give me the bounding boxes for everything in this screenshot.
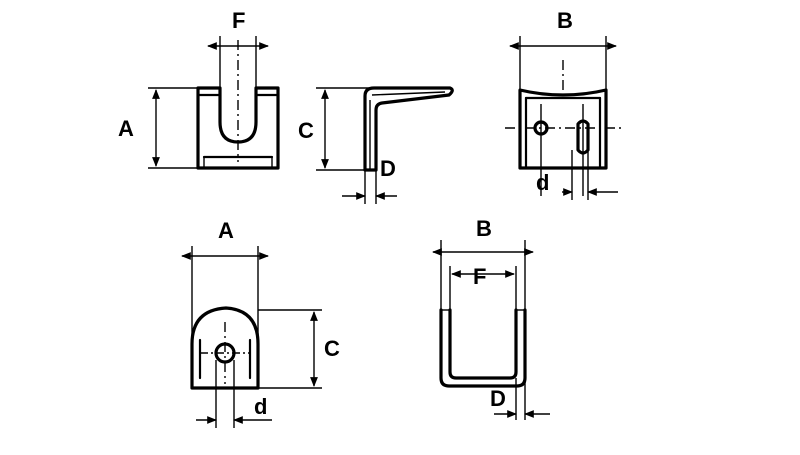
- dim-label-d-hole: d: [536, 170, 549, 195]
- dim-label-c: C: [298, 118, 314, 143]
- dim-label-f-bottom: F: [473, 264, 486, 289]
- dim-label-c-bottom: C: [324, 336, 340, 361]
- dim-label-b-bottom: B: [476, 216, 492, 241]
- view-u-channel: B F D: [432, 216, 550, 420]
- view-side-l-profile: C D: [298, 86, 454, 204]
- dim-label-b: B: [557, 8, 573, 33]
- view-rear-two-holes: B d: [505, 8, 622, 200]
- dim-label-a-bottom: A: [218, 218, 234, 243]
- dim-label-a: A: [118, 116, 134, 141]
- dim-label-d: D: [380, 156, 396, 181]
- dim-label-d-channel: D: [490, 386, 506, 411]
- dim-label-d-bottom: d: [254, 394, 267, 419]
- view-rounded-tab: A C d: [181, 218, 340, 428]
- dim-label-f: F: [232, 8, 245, 33]
- view-front-slotted: F A: [118, 8, 280, 170]
